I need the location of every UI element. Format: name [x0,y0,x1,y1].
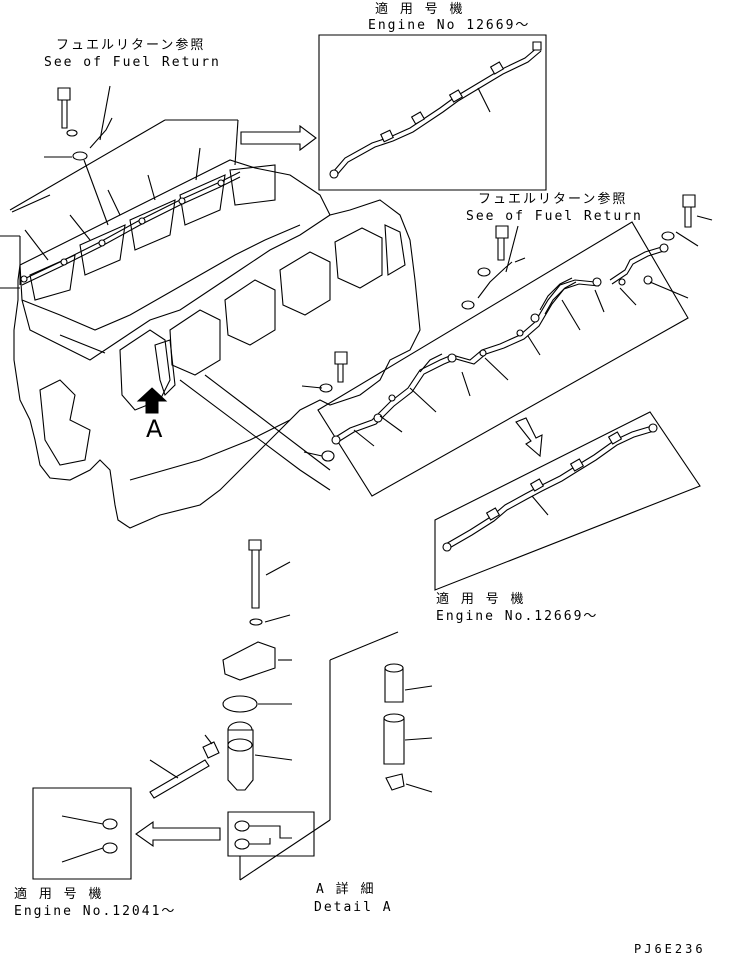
engine-number-label: Engine No 12669～ [368,18,531,33]
engine-applicable-label-jp: 適 用 号 機 [375,2,465,17]
lower-tube-assembly [318,222,688,496]
engine-applicable-label-jp-2: 適 用 号 機 [436,592,526,607]
drawing-code: PJ6E236 [634,942,706,956]
hollow-arrow-right-icon [241,126,316,150]
detail-a-label-jp: A 詳 細 [316,882,376,897]
hollow-arrow-down-icon [516,418,542,456]
detail-a-label-en: Detail A [314,900,393,915]
inset-lower-tube [435,412,700,590]
fuel-return-label-jp: フュエルリターン参照 [56,38,206,53]
inset-upper-tube [319,35,546,190]
view-a-arrow-icon [138,388,166,413]
hollow-arrow-left-icon [136,822,220,846]
detail-a-callout [240,632,432,880]
inset-washer-variant [33,788,131,879]
injector-holder-parts [150,540,292,798]
engine-number-label-2: Engine No.12669～ [436,609,599,624]
engine-applicable-label-jp-3: 適 用 号 機 [14,887,104,902]
washer-box [228,812,314,880]
engine-number-label-3: Engine No.12041～ [14,904,177,919]
engine-head-block [14,160,420,528]
banjo-bolt-top-left [58,88,87,160]
fuel-return-label-jp-2: フュエルリターン参照 [478,192,628,207]
fuel-return-label-en-2: See of Fuel Return [466,209,643,224]
fuel-return-label-en: See of Fuel Return [44,55,221,70]
view-a-label: A [146,415,163,443]
